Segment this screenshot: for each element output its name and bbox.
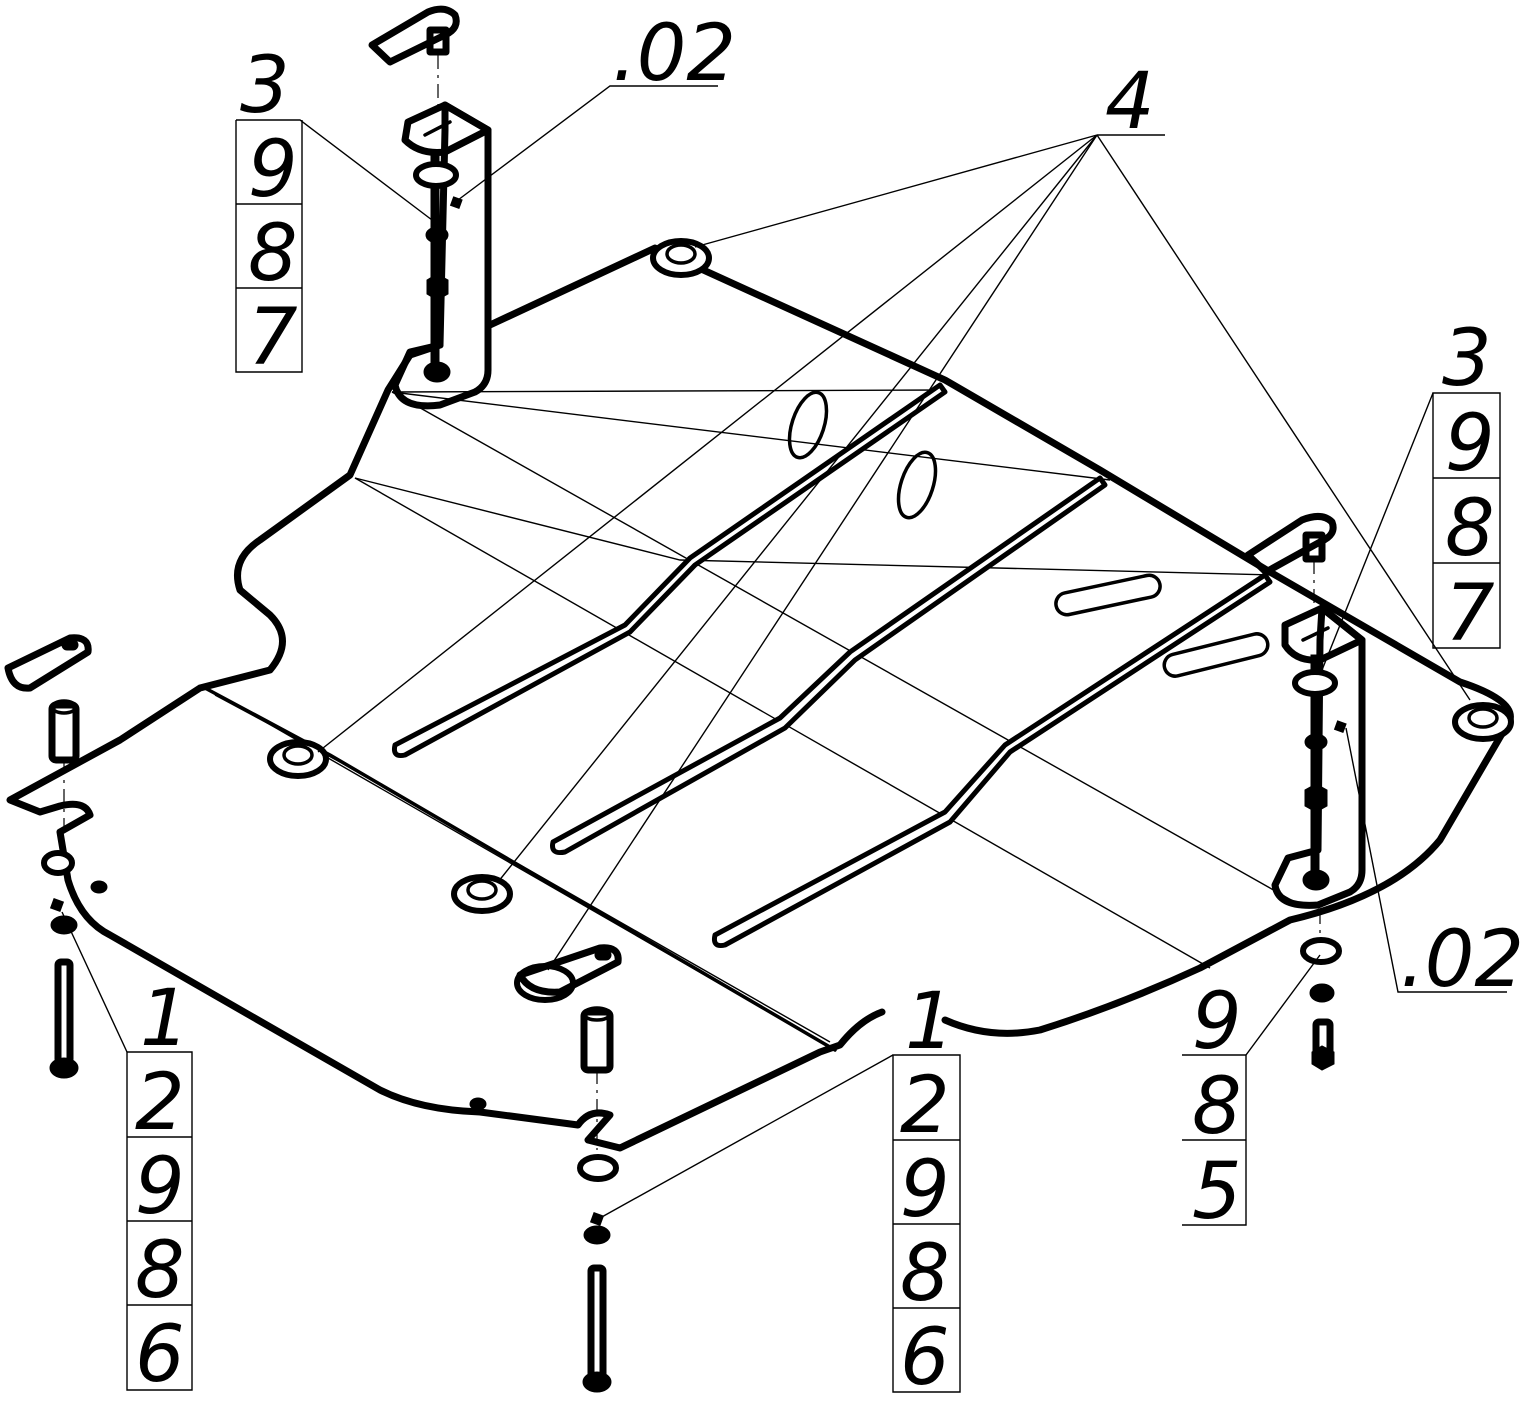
callout-label: 1 — [905, 977, 955, 1067]
grommet-top — [650, 238, 712, 278]
callout-label: 9 — [248, 125, 298, 215]
callout-label: 6 — [900, 1313, 950, 1403]
callout-label: 8 — [1192, 1062, 1242, 1152]
skid-plate — [6, 238, 1514, 1152]
bracket-right-rear — [1244, 513, 1366, 909]
callouts-bottom-left: 1 2 9 8 6 — [135, 974, 190, 1400]
callout-label: 9 — [1445, 399, 1495, 489]
callout-label: 1 — [140, 974, 190, 1064]
callout-label: 4 — [1105, 57, 1155, 147]
skid-plate-outline — [6, 244, 1514, 1152]
rib-1 — [392, 382, 948, 758]
callouts-bottom-center: 1 2 9 8 6 — [900, 977, 955, 1403]
rib-2 — [550, 475, 1108, 855]
callouts-top-center: 4 — [1105, 57, 1155, 147]
callout-label: 8 — [248, 209, 298, 299]
elongated-slot-2 — [1162, 632, 1270, 678]
rib-3 — [712, 572, 1273, 948]
elongated-slot-1 — [1054, 573, 1162, 617]
callouts-bottom-right: 9 8 5 — [1192, 977, 1242, 1237]
bracket-left-rear — [368, 5, 492, 410]
grommet-left — [267, 739, 329, 779]
crease-line-2 — [354, 477, 1276, 576]
callout-label: 9 — [900, 1145, 950, 1235]
callout-label: 7 — [248, 293, 298, 383]
callout-label: 3 — [1442, 314, 1492, 404]
part-ref-label: .02 — [612, 9, 736, 99]
callout-label: 3 — [240, 41, 290, 131]
crease-line-1 — [391, 391, 1111, 481]
callout-label: 8 — [135, 1226, 185, 1316]
leader-lines — [61, 85, 1507, 1393]
grommet-front — [451, 874, 513, 914]
callouts-top-left: 3 9 8 7 .02 — [240, 9, 736, 383]
callout-label: 9 — [135, 1142, 185, 1232]
callout-label: 7 — [1445, 569, 1495, 659]
callouts-right: 3 9 8 7 .02 — [1400, 314, 1524, 1005]
grommet-right — [1452, 702, 1514, 742]
callout-label: 2 — [900, 1061, 950, 1151]
fastener-left-front — [4, 634, 92, 1079]
oval-slot-2 — [896, 450, 938, 520]
fastener-right-front — [1300, 910, 1342, 1071]
part-ref-label: .02 — [1400, 915, 1524, 1005]
callout-label: 8 — [1445, 484, 1495, 574]
oval-slot-1 — [787, 390, 829, 460]
drain-hole-2 — [469, 1097, 487, 1111]
drain-hole-1 — [90, 880, 108, 894]
callout-label: 2 — [135, 1058, 185, 1148]
callout-label: 5 — [1192, 1147, 1242, 1237]
callout-label: 6 — [135, 1310, 185, 1400]
callout-label: 9 — [1192, 977, 1242, 1067]
fastener-center-front — [516, 944, 622, 1393]
callout-label: 8 — [900, 1229, 950, 1319]
